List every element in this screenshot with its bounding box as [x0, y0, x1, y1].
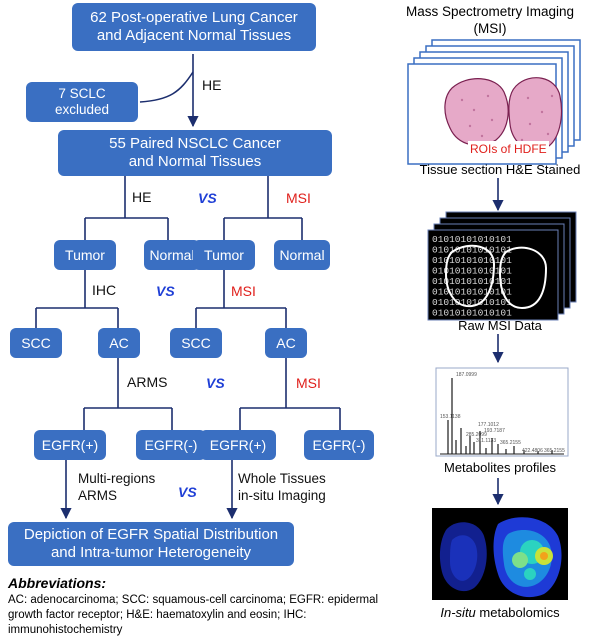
peak-label-6: 311.1133 [476, 438, 496, 444]
binary-row: 01010101010101 [432, 255, 512, 266]
peak-label-1: 187.0999 [456, 372, 477, 378]
scc-box-he: SCC [10, 328, 62, 358]
ac-box-he: AC [98, 328, 140, 358]
tissue-section-right [508, 77, 563, 152]
result-box: Depiction of EGFR Spatial Distribution a… [8, 522, 294, 566]
insitu-caption: In-situ metabolomics [420, 605, 580, 620]
insitu-caption-rest: metabolomics [475, 605, 560, 620]
ihc-label: IHC [92, 282, 117, 298]
raw-msi-stack: 0101010101010101010101010101010101010101… [427, 211, 577, 321]
binary-row: 01010101010101 [432, 276, 512, 287]
binary-row: 01010101010101 [432, 297, 512, 308]
ac-box-msi: AC [265, 328, 307, 358]
tumor-box-msi: Tumor [193, 240, 255, 270]
excluded-box: 7 SCLC excluded [26, 82, 138, 122]
top-cohort-box: 62 Post-operative Lung Cancer and Adjace… [72, 3, 316, 51]
scc-box-msi: SCC [170, 328, 222, 358]
he-label-top: HE [202, 77, 222, 93]
msi-label-1: MSI [286, 190, 311, 206]
vs-label-2: VS [156, 283, 175, 299]
peak-label-9: 365.2155 [544, 448, 565, 454]
mass-spectrum: 187.0999 177.1012 153.1138 193.7187 285.… [435, 367, 569, 457]
multi-regions-label: Multi-regions ARMS [78, 471, 156, 503]
insitu-caption-italic: In-situ [440, 605, 476, 620]
egfr-neg-box-he: EGFR(-) [136, 430, 206, 460]
binary-row: 01010101010101 [432, 266, 512, 277]
binary-row: 01010101010101 [432, 234, 512, 245]
he-slide-stack [407, 39, 581, 165]
raw-data-caption: Raw MSI Data [458, 318, 542, 333]
tumor-box-he: Tumor [54, 240, 116, 270]
profiles-caption: Metabolites profiles [444, 460, 556, 475]
insitu-heatmap [432, 508, 568, 600]
peak-label-4: 193.7187 [484, 428, 505, 434]
peak-label-8: 422.4806 [522, 448, 543, 454]
egfr-neg-box-msi: EGFR(-) [304, 430, 374, 460]
egfr-pos-box-he: EGFR(+) [34, 430, 106, 460]
arms-label: ARMS [127, 374, 168, 390]
peak-label-5: 285.2099 [466, 432, 487, 438]
binary-row: 01010101010101 [432, 287, 512, 298]
binary-row: 01010101010101 [432, 308, 512, 319]
vs-label-3: VS [206, 375, 225, 391]
peak-label-7: 365.2155 [500, 440, 521, 446]
whole-tissues-label: Whole Tissues in-situ Imaging [238, 471, 326, 503]
connectors [35, 54, 341, 520]
msi-title: Mass Spectrometry Imaging (MSI) [405, 4, 575, 36]
peak-label-2: 177.1012 [478, 422, 499, 428]
abbreviations-title: Abbreviations: [8, 575, 107, 591]
normal-box-he: Normal [144, 240, 200, 270]
egfr-pos-box-msi: EGFR(+) [200, 430, 276, 460]
normal-box-msi: Normal [274, 240, 330, 270]
binary-text: 0101010101010101010101010101010101010101… [432, 234, 512, 319]
stain-caption: Tissue section H&E Stained [419, 162, 581, 177]
vs-label-1: VS [198, 190, 217, 206]
he-label-mid: HE [132, 189, 152, 205]
abbreviations-text: AC: adenocarcinoma; SCC: squamous-cell c… [8, 594, 379, 636]
roi-outline-left [444, 244, 496, 308]
tissue-section-left [444, 78, 509, 146]
roi-label: ROIs of HDFE [468, 141, 549, 157]
msi-label-3: MSI [296, 375, 321, 391]
paired-cohort-box: 55 Paired NSCLC Cancer and Normal Tissue… [58, 130, 332, 176]
peak-label-3: 153.1138 [440, 414, 461, 420]
roi-outline-right [498, 246, 548, 310]
vs-label-4: VS [178, 484, 197, 500]
binary-row: 01010101010101 [432, 245, 512, 256]
msi-label-2: MSI [231, 283, 256, 299]
